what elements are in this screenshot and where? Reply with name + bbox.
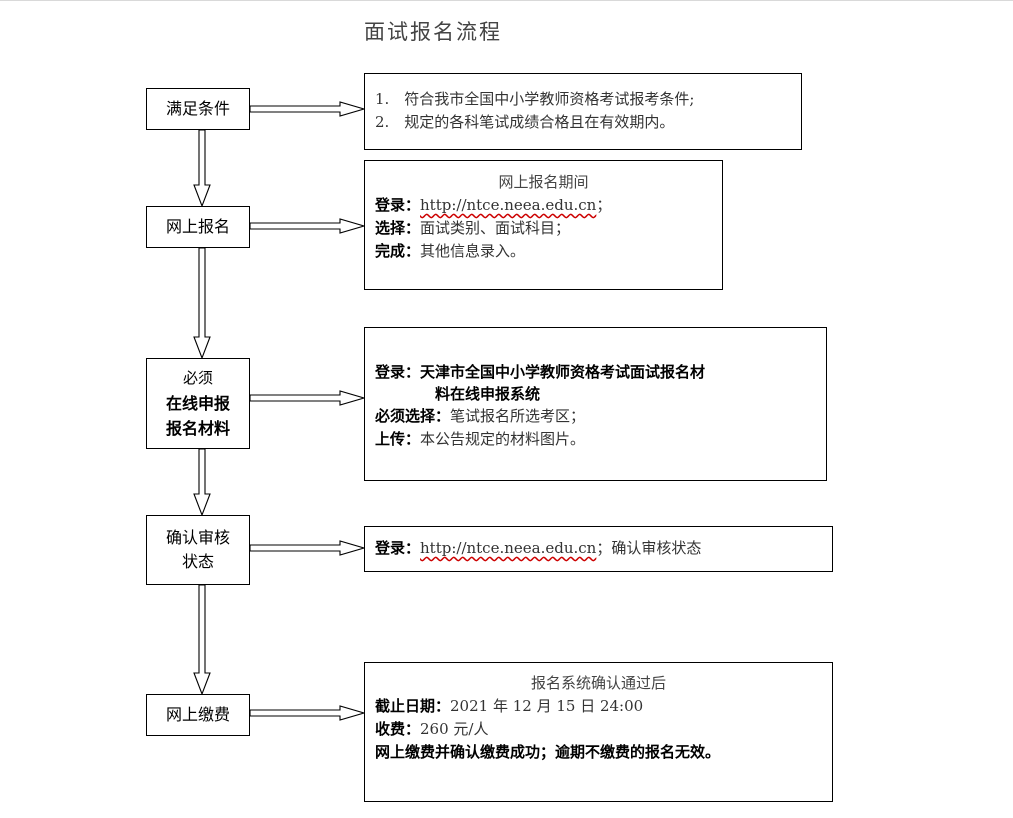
step-online-payment: 网上缴费 xyxy=(146,694,250,736)
registration-select-row: 选择：面试类别、面试科目； xyxy=(375,217,722,240)
step-submit-materials: 必须 在线申报 报名材料 xyxy=(146,358,250,449)
payment-deadline-key: 截止日期： xyxy=(375,697,451,715)
step-review-status: 确认审核 状态 xyxy=(146,515,250,585)
arrow-down-4 xyxy=(193,584,211,696)
registration-login-row: 登录：http://ntce.neea.edu.cn； xyxy=(375,194,722,217)
registration-complete-row: 完成：其他信息录入。 xyxy=(375,240,722,263)
materials-login-value-1: 天津市全国中小学教师资格考试面试报名材 xyxy=(420,363,706,381)
info-conditions: 1. 符合我市全国中小学教师资格考试报考条件; 2. 规定的各科笔试成绩合格且在… xyxy=(364,73,802,150)
arrow-right-4 xyxy=(249,540,366,556)
arrow-down-3 xyxy=(193,448,211,517)
review-login-key: 登录： xyxy=(375,539,421,557)
condition-item-1: 1. 符合我市全国中小学教师资格考试报考条件; xyxy=(375,90,695,108)
materials-upload-key: 上传： xyxy=(375,430,421,448)
registration-heading: 网上报名期间 xyxy=(498,173,589,191)
review-login-row: 登录：http://ntce.neea.edu.cn；确认审核状态 xyxy=(375,537,832,560)
step-review-status-label-1: 确认审核 xyxy=(165,528,230,547)
arrow-right-3 xyxy=(249,390,366,406)
step-online-payment-label: 网上缴费 xyxy=(165,705,230,724)
review-login-tail: ；确认审核状态 xyxy=(596,539,702,557)
payment-fee-key: 收费： xyxy=(375,720,421,738)
step-eligibility-label: 满足条件 xyxy=(165,99,230,118)
step-online-registration-label: 网上报名 xyxy=(165,217,230,236)
review-login-url[interactable]: http://ntce.neea.edu.cn xyxy=(420,539,597,557)
payment-fee-row: 收费：260 元/人 xyxy=(375,718,832,741)
payment-deadline-value: 2021 年 12 月 15 日 24:00 xyxy=(450,697,644,715)
step-review-status-label-2: 状态 xyxy=(181,552,214,571)
step-submit-materials-label-2: 报名材料 xyxy=(165,419,230,438)
step-submit-materials-small-label: 必须 xyxy=(182,369,213,387)
page-title: 面试报名流程 xyxy=(364,20,502,44)
registration-login-key: 登录： xyxy=(375,196,421,214)
payment-fee-value: 260 元/人 xyxy=(420,720,489,738)
materials-choose-row: 必须选择：笔试报名所选考区； xyxy=(375,405,826,428)
arrow-down-1 xyxy=(193,129,211,208)
payment-deadline-row: 截止日期：2021 年 12 月 15 日 24:00 xyxy=(375,695,832,718)
info-registration: 网上报名期间 登录：http://ntce.neea.edu.cn； 选择：面试… xyxy=(364,160,723,290)
registration-login-url[interactable]: http://ntce.neea.edu.cn xyxy=(420,196,597,214)
step-online-registration: 网上报名 xyxy=(146,206,250,248)
materials-login-value-2: 料在线申报系统 xyxy=(435,385,541,403)
arrow-right-1 xyxy=(249,101,366,117)
info-materials: 登录：天津市全国中小学教师资格考试面试报名材 料在线申报系统 必须选择：笔试报名… xyxy=(364,327,827,481)
registration-complete-key: 完成： xyxy=(375,242,421,260)
step-submit-materials-label-1: 在线申报 xyxy=(165,394,230,413)
arrow-right-5 xyxy=(249,705,366,721)
payment-heading: 报名系统确认通过后 xyxy=(530,674,666,692)
condition-item-2: 2. 规定的各科笔试成绩合格且在有效期内。 xyxy=(375,113,675,131)
info-review: 登录：http://ntce.neea.edu.cn；确认审核状态 xyxy=(364,526,833,572)
materials-login-key: 登录： xyxy=(375,363,421,381)
registration-select-key: 选择： xyxy=(375,219,421,237)
arrow-right-2 xyxy=(249,218,366,234)
materials-login-row: 登录：天津市全国中小学教师资格考试面试报名材 料在线申报系统 xyxy=(375,361,826,405)
step-eligibility: 满足条件 xyxy=(146,88,250,130)
registration-select-value: 面试类别、面试科目； xyxy=(420,219,571,237)
top-divider xyxy=(0,0,1013,1)
materials-upload-row: 上传：本公告规定的材料图片。 xyxy=(375,428,826,451)
payment-note: 网上缴费并确认缴费成功；逾期不缴费的报名无效。 xyxy=(375,743,721,761)
info-payment: 报名系统确认通过后 截止日期：2021 年 12 月 15 日 24:00 收费… xyxy=(364,662,833,802)
materials-choose-value: 笔试报名所选考区； xyxy=(450,407,586,425)
arrow-down-2 xyxy=(193,247,211,360)
registration-complete-value: 其他信息录入。 xyxy=(420,242,526,260)
materials-choose-key: 必须选择： xyxy=(375,407,451,425)
materials-upload-value: 本公告规定的材料图片。 xyxy=(420,430,586,448)
registration-login-tail: ； xyxy=(596,196,612,214)
